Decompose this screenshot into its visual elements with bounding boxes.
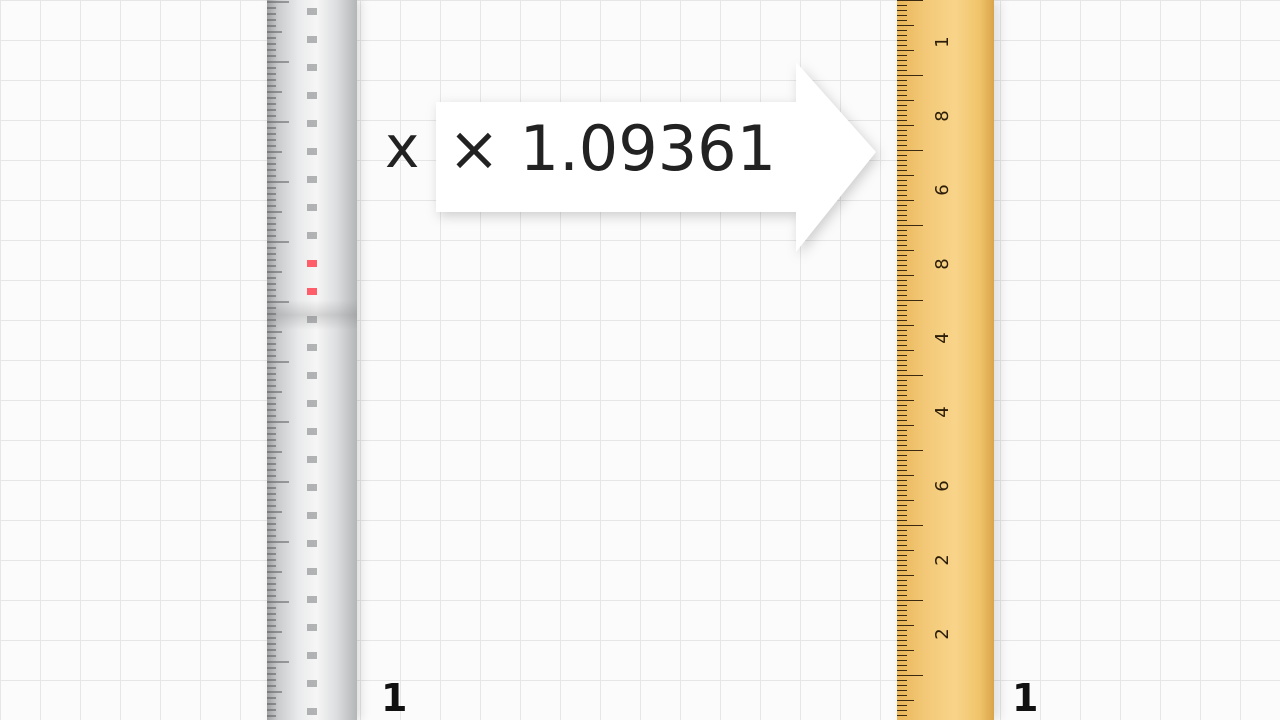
metal-mark	[307, 680, 317, 687]
arrow-icon	[436, 62, 876, 252]
metal-ruler-band	[267, 300, 357, 330]
metal-mark	[307, 344, 317, 351]
wood-number: 2	[932, 554, 953, 565]
metal-mark	[307, 120, 317, 127]
metal-mark	[307, 428, 317, 435]
metal-mark	[307, 232, 317, 239]
multiplier-text: × 1.09361	[448, 112, 777, 185]
metal-mark	[307, 484, 317, 491]
metal-ruler	[267, 0, 357, 720]
wood-number: 6	[932, 184, 953, 195]
left-bottom-label: 1	[381, 676, 408, 720]
wood-number: 6	[932, 480, 953, 491]
metal-mark	[307, 148, 317, 155]
metal-mark	[307, 8, 317, 15]
metal-ruler-ticks	[267, 1, 317, 717]
wood-number: 8	[932, 258, 953, 269]
yellow-ruler-ticks: 1 8 6 8 4 4 6 2 2	[897, 0, 953, 716]
metal-mark	[307, 316, 317, 323]
metal-mark	[307, 92, 317, 99]
metal-mark	[307, 204, 317, 211]
wood-number: 2	[932, 628, 953, 639]
wood-number: 4	[932, 406, 953, 417]
variable-x-label: x	[385, 113, 420, 181]
metal-mark	[307, 456, 317, 463]
metal-mark	[307, 400, 317, 407]
metal-mark	[307, 596, 317, 603]
metal-mark	[307, 652, 317, 659]
wood-number: 4	[932, 332, 953, 343]
metal-mark	[307, 512, 317, 519]
metal-mark	[307, 176, 317, 183]
metal-mark	[307, 540, 317, 547]
metal-mark	[307, 708, 317, 715]
yellow-ruler: 1 8 6 8 4 4 6 2 2	[897, 0, 994, 720]
metal-mark	[307, 36, 317, 43]
metal-mark	[307, 372, 317, 379]
wood-number: 1	[932, 36, 953, 47]
metal-highlight-mark	[307, 288, 317, 295]
metal-mark	[307, 624, 317, 631]
metal-mark	[307, 568, 317, 575]
metal-highlight-mark	[307, 260, 317, 267]
wood-number: 8	[932, 110, 953, 121]
right-bottom-label: 1	[1012, 676, 1039, 720]
metal-mark	[307, 64, 317, 71]
